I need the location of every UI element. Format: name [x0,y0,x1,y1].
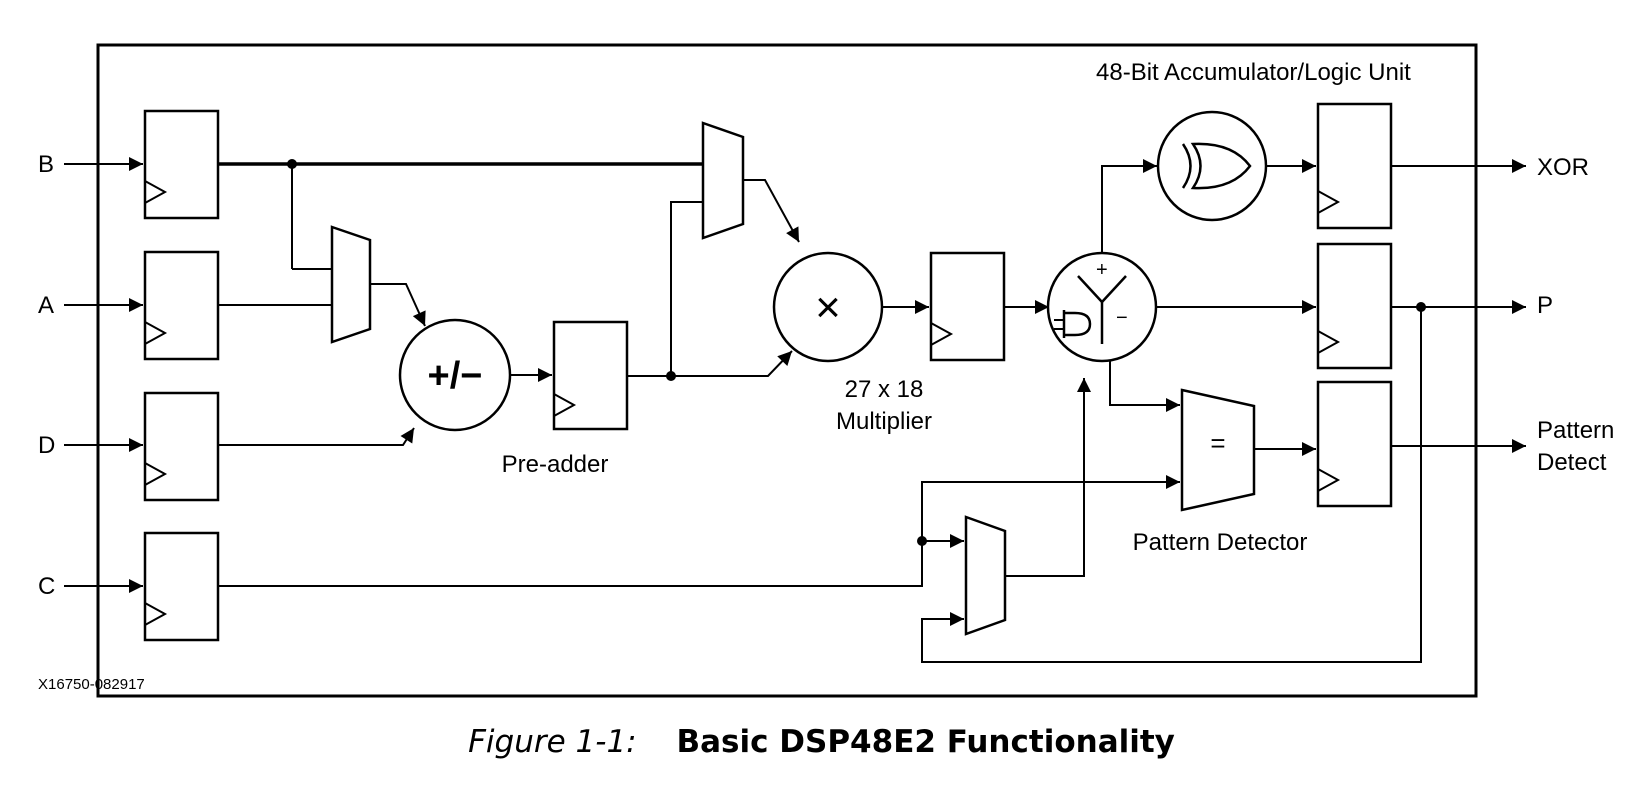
register-d [143,391,220,502]
register-pattern-detect [1316,380,1393,508]
figure-code: X16750-082917 [38,676,145,693]
alu-circle [1046,251,1158,363]
output-pattern-detect-line2: Detect [1537,449,1607,476]
figure-caption: Figure 1-1: Basic DSP48E2 Functionality [0,724,1643,760]
alu-plus-sign: + [1096,259,1108,281]
figure-number: Figure 1-1: [468,724,637,760]
register-preadder [552,320,629,431]
output-pattern-detect-line1: Pattern [1537,417,1614,444]
output-p-label: P [1537,292,1553,319]
xor-gate-icon [1190,142,1252,190]
register-a [143,250,220,361]
input-d-label: D [38,432,55,459]
pattern-detector-label: Pattern Detector [1133,529,1308,556]
ab-mux [330,225,372,344]
pattern-detector-symbol: = [1210,428,1225,458]
b-mux [701,121,745,240]
multiplier-label-line1: 27 x 18 [845,376,924,403]
figure-title: Basic DSP48E2 Functionality [676,724,1175,760]
register-c [143,531,220,642]
multiplier-symbol: × [815,283,841,332]
preadder-label: Pre-adder [502,451,609,478]
output-xor-label: XOR [1537,154,1589,181]
input-c-label: C [38,573,55,600]
register-xor [1316,102,1393,230]
pattern-detector [1180,388,1256,512]
input-b-label: B [38,151,54,178]
alu-minus-sign: − [1116,307,1128,329]
dsp-slice-boundary [96,43,1478,698]
register-b [143,109,220,220]
accumulator-title: 48-Bit Accumulator/Logic Unit [1096,59,1411,86]
multiplier-label-line2: Multiplier [836,408,932,435]
input-a-label: A [38,292,54,319]
register-p [1316,242,1393,370]
register-m [929,251,1006,362]
cp-mux [964,515,1007,636]
preadder-symbol: +/− [428,355,483,397]
